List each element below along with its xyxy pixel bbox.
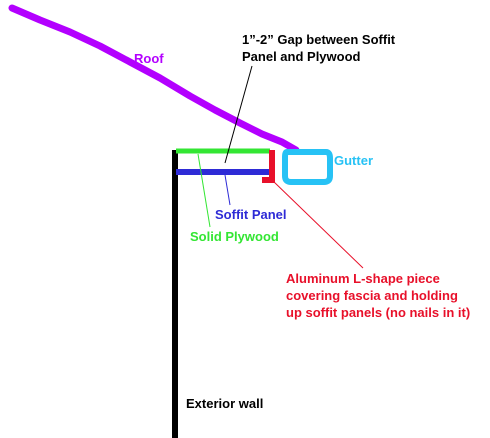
- gap-label-line-2: Panel and Plywood: [242, 49, 361, 64]
- solid-plywood-label: Solid Plywood: [190, 229, 279, 244]
- soffit-panel-leader-line: [224, 174, 231, 206]
- roof-line: [8, 4, 300, 154]
- roof-label: Roof: [134, 51, 164, 66]
- aluminum-label-line-2: covering fascia and holding: [286, 288, 458, 303]
- gap-label-line-1: 1”-2” Gap between Soffit: [242, 32, 396, 47]
- aluminum-label: Aluminum L-shape piece covering fascia a…: [286, 270, 470, 321]
- gap-label: 1”-2” Gap between Soffit Panel and Plywo…: [242, 31, 395, 65]
- soffit-panel-label: Soffit Panel: [215, 207, 287, 222]
- gutter-label: Gutter: [334, 153, 373, 168]
- gutter-shape: [282, 149, 333, 185]
- solid-plywood-leader-line: [197, 153, 211, 228]
- aluminum-label-line-3: up soffit panels (no nails in it): [286, 305, 471, 320]
- exterior-wall-label: Exterior wall: [186, 396, 264, 411]
- gap-leader-line: [224, 65, 253, 164]
- aluminum-label-line-1: Aluminum L-shape piece: [286, 271, 440, 286]
- aluminum-leader-line: [271, 179, 364, 269]
- aluminum-l-piece: [262, 150, 275, 183]
